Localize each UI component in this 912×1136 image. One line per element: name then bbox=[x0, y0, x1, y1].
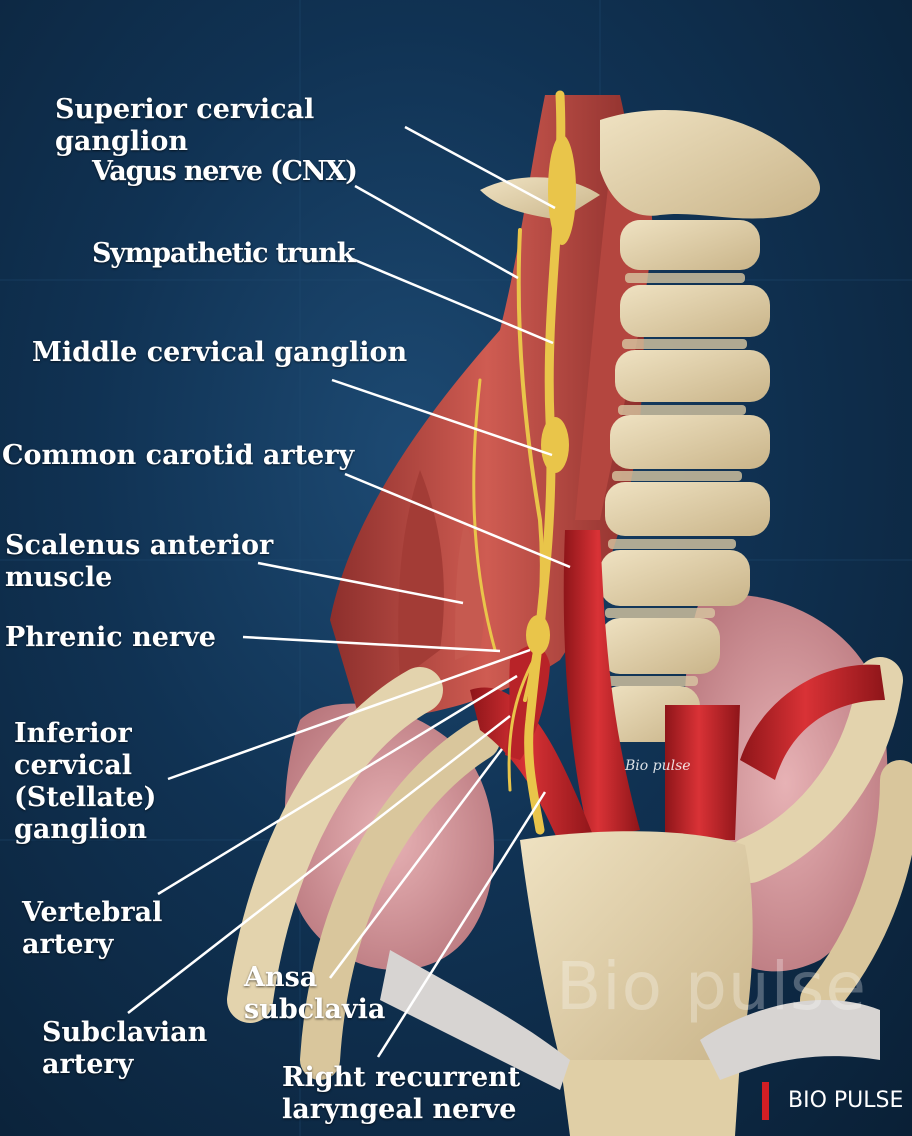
arteries bbox=[470, 530, 885, 845]
label-middle-cervical-ganglion: Middle cervical ganglion bbox=[32, 337, 408, 368]
cervical-spine bbox=[480, 110, 820, 742]
leader-lines bbox=[127, 125, 571, 1058]
leader-ansa-subclavia bbox=[329, 748, 503, 979]
label-common-carotid-artery: Common carotid artery bbox=[2, 440, 355, 471]
brand-logo-text: BIO PULSE bbox=[788, 1088, 904, 1113]
leader-subclavian-artery bbox=[127, 715, 511, 1014]
watermark-small: Bio pulse bbox=[625, 758, 691, 774]
label-vagus-nerve: Vagus nerve (CNX) bbox=[92, 156, 358, 187]
leader-superior-cervical-ganglion bbox=[404, 125, 556, 210]
brand-bar bbox=[762, 1082, 769, 1120]
leader-middle-cervical-ganglion bbox=[331, 378, 553, 457]
label-inferior-cervical-ganglion: Inferior cervical (Stellate) ganglion bbox=[14, 718, 157, 845]
leader-vagus-nerve bbox=[354, 184, 519, 280]
leader-phrenic-nerve bbox=[242, 635, 501, 653]
label-sympathetic-trunk: Sympathetic trunk bbox=[92, 238, 355, 269]
label-phrenic-nerve: Phrenic nerve bbox=[5, 622, 216, 653]
leader-vertebral-artery bbox=[157, 674, 518, 896]
nerves bbox=[472, 90, 576, 835]
sternum bbox=[380, 831, 880, 1136]
leader-inferior-cervical-ganglion bbox=[167, 648, 531, 781]
leader-right-recurrent-laryngeal-nerve bbox=[376, 791, 547, 1058]
label-vertebral-artery: Vertebral artery bbox=[22, 897, 163, 960]
label-subclavian-artery: Subclavian artery bbox=[42, 1017, 208, 1080]
label-right-recurrent-laryngeal-nerve: Right recurrent laryngeal nerve bbox=[282, 1062, 521, 1125]
leader-scalenus-anterior bbox=[257, 561, 464, 605]
watermark-large: Bio pulse bbox=[556, 948, 868, 1025]
label-scalenus-anterior-muscle: Scalenus anterior muscle bbox=[5, 530, 274, 593]
leader-sympathetic-trunk bbox=[349, 256, 554, 345]
leader-common-carotid-artery bbox=[344, 472, 571, 569]
label-ansa-subclavia: Ansa subclavia bbox=[244, 962, 386, 1025]
label-superior-cervical-ganglion: Superior cervical ganglion bbox=[55, 94, 315, 157]
